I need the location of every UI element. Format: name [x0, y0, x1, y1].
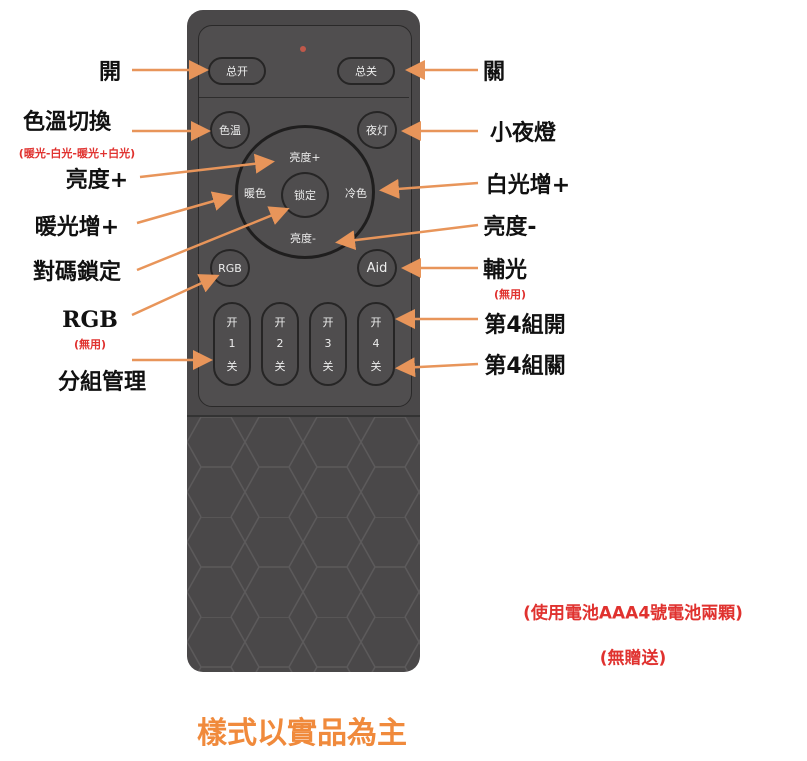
- indicator-led: [300, 46, 306, 52]
- brightness-up-button[interactable]: 亮度+: [289, 151, 321, 164]
- label-warm-up: 暖光增+: [34, 215, 120, 240]
- color-temp-button[interactable]: 色温: [210, 111, 250, 149]
- label-brightness-down: 亮度-: [483, 215, 537, 240]
- label-color-temp: 色溫切換: [22, 110, 112, 135]
- no-gift-note: (無贈送): [599, 648, 667, 669]
- label-white-up: 白光增+: [485, 173, 571, 198]
- label-group-mgmt: 分組管理: [57, 370, 147, 395]
- label-pair-lock: 對碼鎖定: [32, 260, 122, 285]
- off-label[interactable]: 关: [226, 360, 238, 374]
- night-light-button[interactable]: 夜灯: [357, 111, 397, 149]
- label-off: 關: [482, 60, 506, 85]
- cool-button[interactable]: 冷色: [345, 187, 367, 200]
- label-group4-off: 第4組關: [484, 354, 566, 379]
- off-label[interactable]: 关: [322, 360, 334, 374]
- on-label[interactable]: 开: [226, 315, 238, 329]
- group-number: 4: [372, 337, 380, 351]
- off-label[interactable]: 关: [370, 360, 382, 374]
- battery-note: (使用電池AAA4號電池兩顆): [523, 603, 743, 624]
- label-rgb-note: (無用): [73, 338, 107, 351]
- aid-button[interactable]: Aid: [357, 249, 397, 287]
- group-3-button[interactable]: 开 3 关: [309, 302, 347, 386]
- divider: [199, 97, 409, 98]
- group-number: 1: [228, 337, 236, 351]
- label-rgb: RGB: [62, 307, 118, 333]
- label-group4-on: 第4組開: [484, 313, 566, 338]
- group-2-button[interactable]: 开 2 关: [261, 302, 299, 386]
- brightness-down-button[interactable]: 亮度-: [290, 232, 316, 245]
- power-on-button[interactable]: 总开: [208, 57, 266, 85]
- warm-button[interactable]: 暖色: [244, 187, 266, 200]
- hex-grip: [187, 415, 420, 672]
- disclaimer: 樣式以實品為主: [197, 716, 407, 751]
- label-color-temp-note: (暖光-白光-暖光+白光): [18, 147, 136, 160]
- group-number: 2: [276, 337, 284, 351]
- lock-button[interactable]: 锁定: [281, 172, 329, 218]
- hex-pattern: [187, 417, 420, 672]
- on-label[interactable]: 开: [322, 315, 334, 329]
- label-on: 開: [98, 60, 122, 85]
- on-label[interactable]: 开: [274, 315, 286, 329]
- group-number: 3: [324, 337, 332, 351]
- power-off-button[interactable]: 总关: [337, 57, 395, 85]
- label-night-light: 小夜燈: [489, 121, 557, 146]
- label-aux: 輔光: [482, 258, 528, 283]
- off-label[interactable]: 关: [274, 360, 286, 374]
- group-4-button[interactable]: 开 4 关: [357, 302, 395, 386]
- on-label[interactable]: 开: [370, 315, 382, 329]
- group-1-button[interactable]: 开 1 关: [213, 302, 251, 386]
- label-aux-note: (無用): [493, 288, 527, 301]
- label-brightness-up: 亮度+: [65, 168, 129, 193]
